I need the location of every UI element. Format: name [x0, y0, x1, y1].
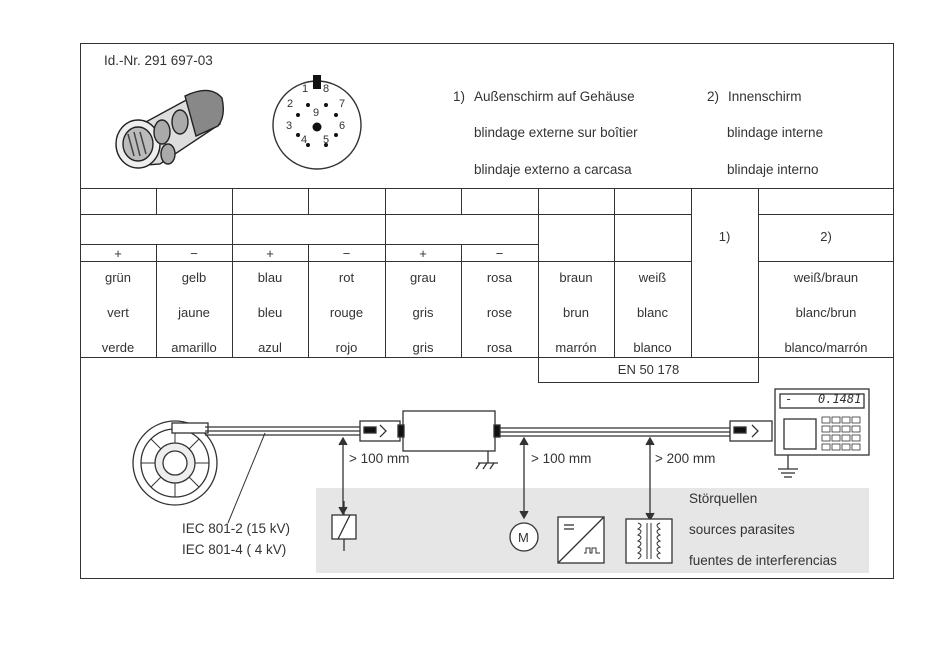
pin-label-2: 2	[287, 98, 294, 110]
color-cell: rosa	[486, 340, 513, 355]
display-sign: -	[785, 392, 793, 406]
pin-label-5: 5	[323, 134, 330, 146]
pin-label-9: 9	[313, 107, 320, 119]
outer-shield-es: blindaje externo a carcasa	[474, 162, 632, 177]
color-cell: blanc	[636, 305, 669, 320]
iec-label: IEC 801-2 (15 kV)	[182, 521, 291, 536]
diagram-frame	[80, 43, 894, 579]
polarity-cell: +	[114, 246, 122, 261]
color-cell: blau	[257, 270, 283, 285]
inner-shield-es: blindaje interno	[727, 162, 819, 177]
color-cell: jaune	[178, 305, 210, 320]
outer-shield-number: 1)	[453, 89, 466, 104]
color-cell: braun	[559, 270, 593, 285]
color-cell: weiß	[638, 270, 667, 285]
color-cell: blanc/brun	[795, 305, 857, 320]
color-cell: gris	[412, 340, 434, 355]
pin-label-6: 6	[339, 120, 346, 132]
id-number: Id.-Nr. 291 697-03	[104, 53, 213, 68]
distance-label: > 100 mm	[531, 451, 592, 466]
interference-label: fuentes de interferencias	[689, 553, 837, 568]
wiring-diagram	[132, 388, 870, 564]
pin-label-1: 1	[302, 83, 309, 95]
color-cell: azul	[258, 340, 282, 355]
pin-layout	[272, 75, 362, 170]
pin-label-8: 8	[323, 83, 330, 95]
color-cell: gelb	[181, 270, 207, 285]
distance-label: > 200 mm	[655, 451, 716, 466]
interference-label: sources parasites	[689, 522, 795, 537]
color-cell: brun	[562, 305, 590, 320]
inner-shield-de: Innenschirm	[728, 89, 802, 104]
color-cell: vert	[107, 305, 129, 320]
inner-shield-fr: blindage interne	[727, 125, 824, 140]
inner-shield-number: 2)	[707, 89, 720, 104]
color-cell: rose	[486, 305, 513, 320]
polarity-cell: −	[495, 246, 504, 261]
color-cell: gris	[412, 305, 434, 320]
polarity-cell: +	[266, 246, 274, 261]
pin-label-4: 4	[301, 134, 308, 146]
color-cell: bleu	[257, 305, 283, 320]
color-cell: grün	[104, 270, 132, 285]
pin-label-7: 7	[339, 98, 346, 110]
polarity-cell: −	[342, 246, 351, 261]
interference-label: Störquellen	[689, 491, 758, 506]
polarity-cell: −	[190, 246, 198, 261]
table-shield-1: 1)	[718, 229, 731, 244]
color-cell: marrón	[555, 340, 597, 355]
outer-shield-fr: blindage externe sur boîtier	[474, 125, 638, 140]
color-cell: rouge	[329, 305, 364, 320]
distance-label: > 100 mm	[349, 451, 410, 466]
color-cell: rot	[338, 270, 355, 285]
color-cell: blanco/marrón	[784, 340, 868, 355]
pin-label-3: 3	[286, 120, 293, 132]
color-cell: rosa	[486, 270, 513, 285]
color-cell: amarillo	[171, 340, 217, 355]
connector-image	[115, 89, 225, 169]
display-value: 0.1481	[818, 392, 862, 406]
iec-label: IEC 801-4 ( 4 kV)	[182, 542, 287, 557]
standard-label: EN 50 178	[617, 362, 680, 377]
color-cell: verde	[101, 340, 135, 355]
color-cell: weiß/braun	[793, 270, 859, 285]
table-shield-2: 2)	[820, 229, 832, 244]
color-cell: grau	[409, 270, 437, 285]
color-cell: rojo	[335, 340, 358, 355]
outer-shield-de: Außenschirm auf Gehäuse	[474, 89, 635, 104]
motor-label: M	[518, 530, 529, 545]
polarity-cell: +	[419, 246, 427, 261]
color-cell: blanco	[633, 340, 672, 355]
